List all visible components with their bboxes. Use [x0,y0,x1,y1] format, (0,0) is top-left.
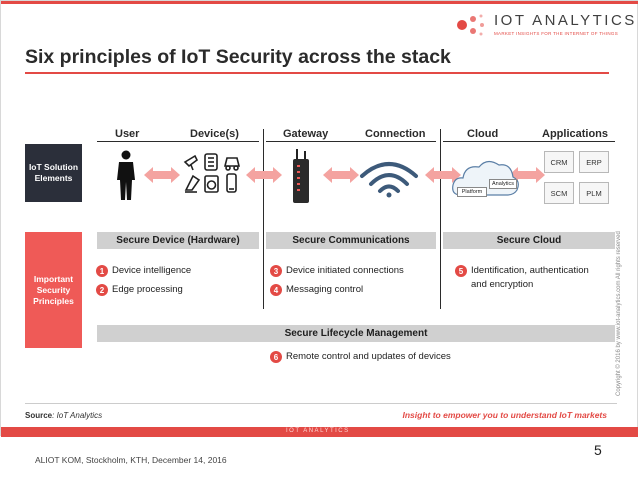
app-scm: SCM [544,182,574,204]
user-person-icon [117,150,135,200]
principle-number: 3 [270,265,282,277]
principle-4: 4 Messaging control [270,284,363,297]
principle-number: 6 [270,351,282,363]
column-underline-cloud-apps [443,141,615,142]
wifi-connection-icon [360,162,418,198]
principle-5: 5 Identification, authentication and enc… [455,265,589,292]
copyright-vertical: Copyright © 2016 by www.iot-analytics.co… [616,231,622,396]
source-label: Source [25,411,53,420]
principle-text: Device initiated connections [286,265,404,276]
principle-text: Identification, authentication and encry… [471,264,589,292]
principle-number: 4 [270,284,282,296]
principle-text: Messaging control [286,284,364,295]
column-devices: Device(s) [190,128,239,140]
principle-text: Edge processing [112,284,183,295]
bar-secure-lifecycle: Secure Lifecycle Management [97,325,615,342]
principle-text-line-2: and encryption [471,279,534,290]
bar-secure-communications: Secure Communications [266,232,436,249]
app-erp: ERP [579,151,609,173]
device-gateway-arrow-icon [246,167,282,183]
analytics-box: Analytics [489,179,517,189]
top-accent-bar [1,1,638,4]
principle-number: 1 [96,265,108,277]
principle-number: 2 [96,284,108,296]
column-underline-gateway-connection [266,141,436,142]
brand-tagline: MARKET INSIGHTS FOR THE INTERNET OF THIN… [494,31,619,36]
bar-secure-device: Secure Device (Hardware) [97,232,259,249]
app-plm: PLM [579,182,609,204]
source-value: : IoT Analytics [52,411,103,420]
platform-box: Platform [457,187,487,197]
bottom-accent-bar: IOT ANALYTICS [1,427,638,437]
mini-brand: IOT ANALYTICS [286,428,350,434]
principle-6: 6 Remote control and updates of devices [270,351,451,364]
logo-dots-icon [457,14,484,36]
principle-3: 3 Device initiated connections [270,265,404,278]
principle-2: 2 Edge processing [96,284,183,297]
row-label-principles: Important Security Principles [25,232,82,348]
principle-text-line-1: Identification, authentication [471,265,589,276]
divider-device-gateway [263,129,264,309]
page-number: 5 [594,442,602,458]
principle-1: 1 Device intelligence [96,265,191,278]
user-device-arrow-icon [144,167,180,183]
presentation-footer: ALIOT KOM, Stockholm, KTH, December 14, … [35,455,227,465]
column-connection: Connection [365,128,426,140]
gateway-connection-arrow-icon [323,167,359,183]
principle-number: 5 [455,265,467,277]
gateway-router-icon [293,149,309,203]
row-label-elements: IoT Solution Elements [25,144,82,202]
app-crm: CRM [544,151,574,173]
insight-tagline: Insight to empower you to understand IoT… [402,410,608,420]
slide-title: Six principles of IoT Security across th… [25,46,451,68]
divider-connection-cloud [440,129,441,309]
bar-secure-cloud: Secure Cloud [443,232,615,249]
column-underline-user-devices [97,141,259,142]
column-user: User [115,128,140,140]
column-applications: Applications [542,128,609,140]
principle-text: Device intelligence [112,265,192,276]
slide: IOT ANALYTICS MARKET INSIGHTS FOR THE IN… [0,0,638,437]
column-cloud: Cloud [467,128,499,140]
title-underline [25,72,609,74]
principle-text: Remote control and updates of devices [286,351,451,362]
footer-rule [25,403,617,404]
devices-cluster-icon [183,153,241,193]
cloud-applications-arrow-icon [509,167,545,183]
brand-name: IOT ANALYTICS [494,12,637,29]
brand-logo: IOT ANALYTICS MARKET INSIGHTS FOR THE IN… [456,11,636,41]
source-note: Source: IoT Analytics [25,411,102,420]
column-gateway: Gateway [283,128,329,140]
connection-cloud-arrow-icon [425,167,461,183]
